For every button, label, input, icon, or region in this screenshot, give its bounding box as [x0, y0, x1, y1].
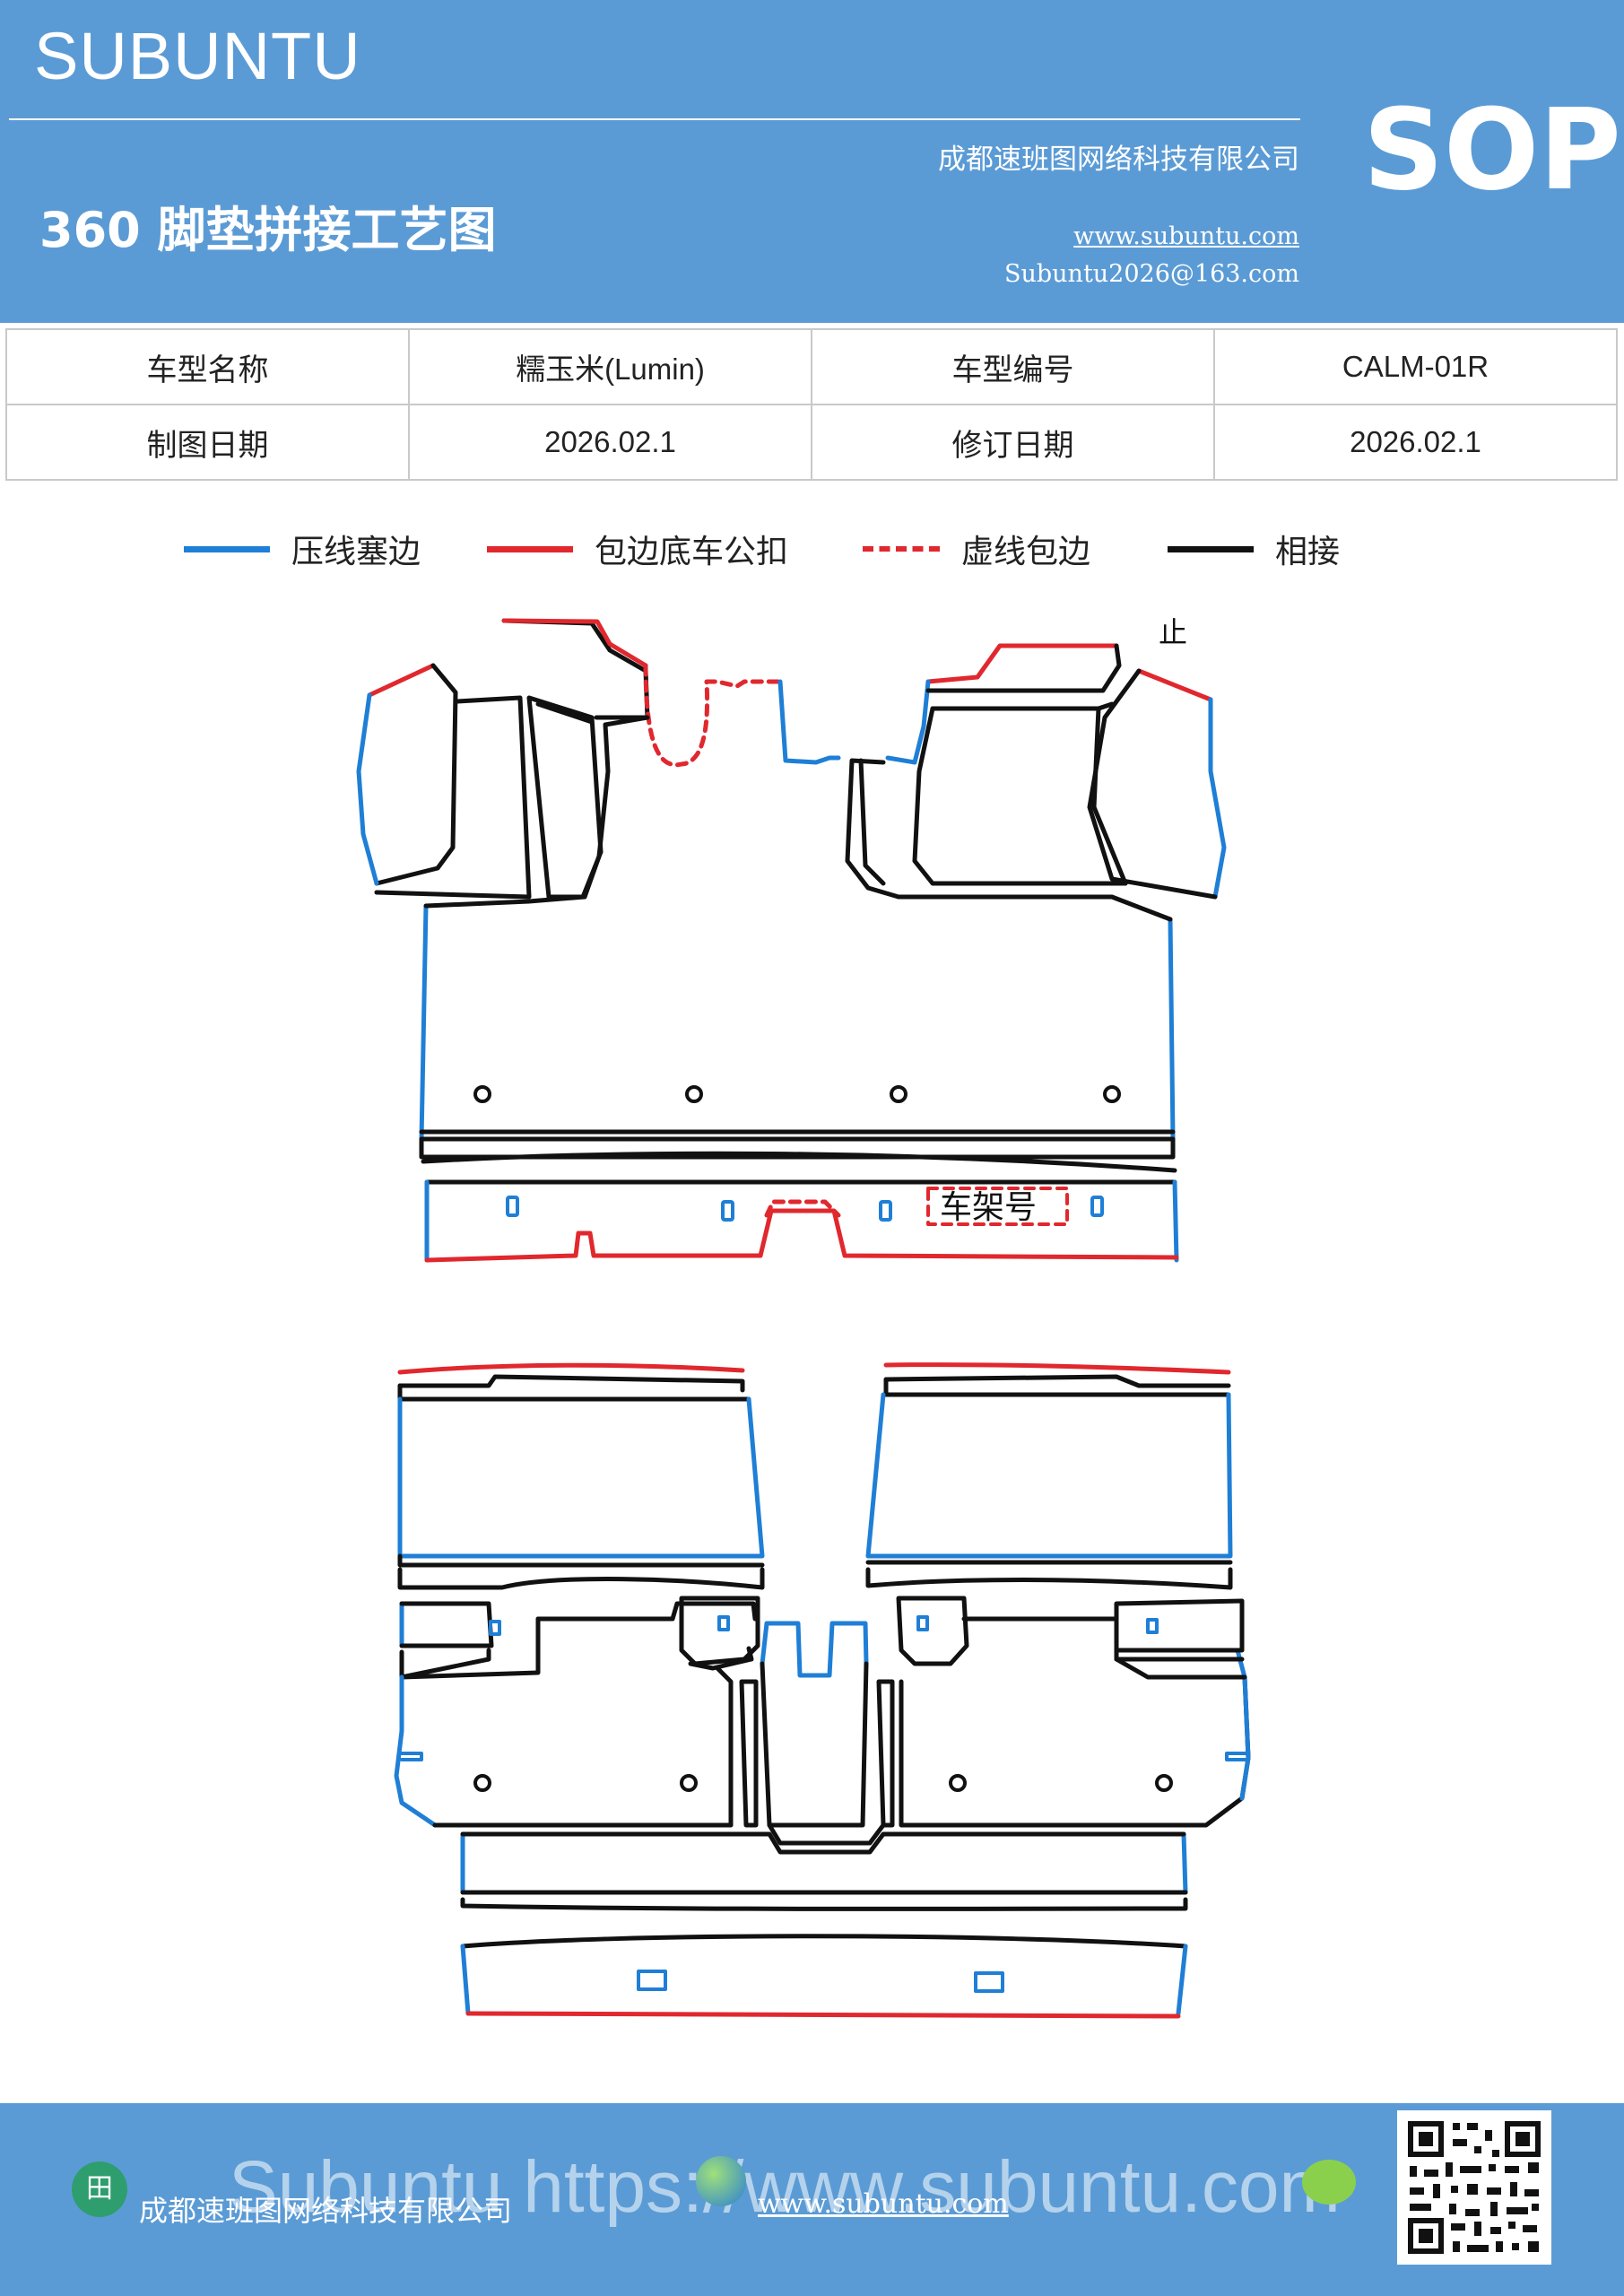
header-banner	[0, 0, 1624, 323]
legend-label: 压线塞边	[291, 534, 421, 570]
legend-item: 相接	[1168, 522, 1340, 576]
legend-swatch-blue	[184, 545, 270, 552]
legend-swatch-red	[487, 545, 573, 552]
building-icon: 田	[72, 2161, 127, 2217]
value-drawing-date: 2026.02.1	[408, 404, 812, 481]
email-address: Subuntu2026@163.com	[1004, 260, 1299, 288]
label-model-name: 车型名称	[5, 328, 410, 405]
footer-company-name: 成都速班图网络科技有限公司	[139, 2194, 513, 2228]
rear-strip-mat	[424, 1179, 1179, 1263]
header-divider	[9, 118, 1300, 120]
sop-badge: SOP	[1363, 85, 1621, 215]
website-link[interactable]: www.subuntu.com	[1073, 222, 1299, 250]
legend-label: 虚线包边	[961, 534, 1091, 570]
footer-website-link[interactable]: www.subuntu.com	[758, 2188, 1009, 2220]
vin-label: 车架号	[940, 1189, 1037, 1226]
label-drawing-date: 制图日期	[5, 404, 410, 481]
brand-logo-text: SUBUNTU	[34, 19, 361, 93]
legend-item: 压线塞边	[184, 522, 421, 576]
table-row: 车型名称 糯玉米(Lumin) 车型编号 CALM-01R	[5, 328, 1618, 405]
trunk-mat	[460, 1831, 1188, 2019]
table-row: 制图日期 2026.02.1 修订日期 2026.02.1	[5, 404, 1618, 481]
second-row-left-mat	[397, 1362, 765, 1590]
wechat-icon	[1302, 2160, 1356, 2205]
value-revision-date: 2026.02.1	[1213, 404, 1618, 481]
qr-code-icon	[1397, 2110, 1551, 2265]
third-row-floor-mat	[394, 1596, 1251, 1846]
legend-label: 包边底车公扣	[595, 534, 789, 570]
value-model-code: CALM-01R	[1213, 328, 1618, 405]
value-model-name: 糯玉米(Lumin)	[408, 328, 812, 405]
footer-banner	[0, 2103, 1624, 2296]
legend-swatch-red-dashed	[863, 546, 940, 552]
page-title: 360 脚垫拼接工艺图	[39, 202, 497, 258]
second-row-right-mat	[865, 1362, 1233, 1590]
legend-label: 相接	[1275, 534, 1341, 570]
globe-icon	[696, 2156, 746, 2206]
company-name: 成都速班图网络科技有限公司	[938, 144, 1299, 176]
legend-item: 虚线包边	[863, 522, 1090, 576]
label-model-code: 车型编号	[811, 328, 1215, 405]
front-right-mat	[845, 643, 1227, 900]
front-left-mat	[356, 618, 841, 900]
vehicle-info-table: 车型名称 糯玉米(Lumin) 车型编号 CALM-01R 制图日期 2026.…	[5, 328, 1618, 481]
legend-swatch-black	[1168, 545, 1254, 552]
footer-watermark: Subuntu https://www.subuntu.com	[229, 2146, 1341, 2228]
legend-item: 包边底车公扣	[487, 522, 788, 576]
stop-marker: 止	[1159, 615, 1187, 649]
qr-code-graphic	[1403, 2116, 1546, 2259]
label-revision-date: 修订日期	[811, 404, 1215, 481]
center-floor-mat	[419, 894, 1177, 1173]
